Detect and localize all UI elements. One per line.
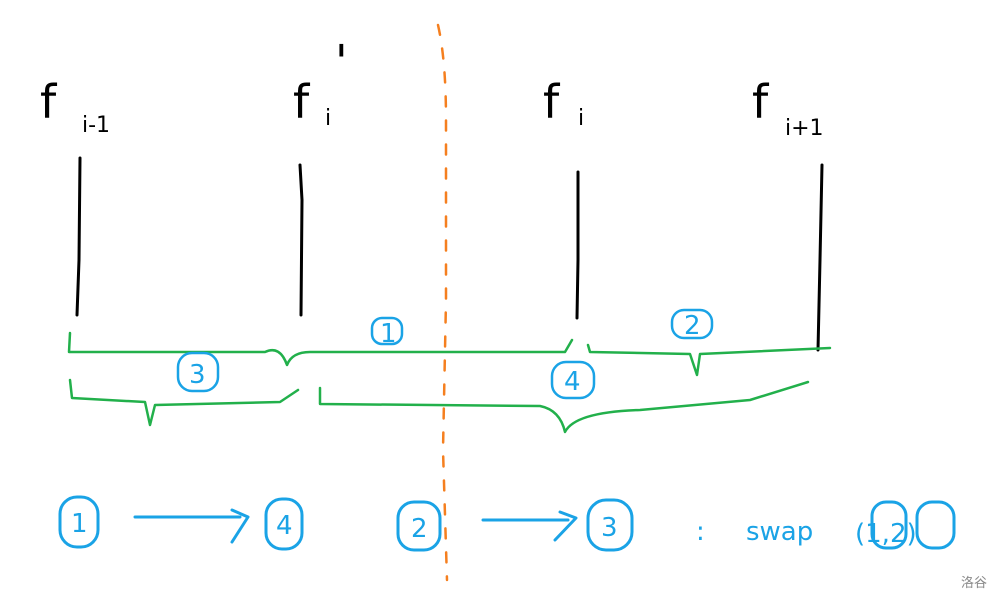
divider-dashed-line — [436, 23, 449, 582]
column-prime: ' — [335, 35, 348, 89]
brace-label-box — [550, 360, 596, 400]
column-label-f-i: f i — [543, 75, 584, 131]
mapping-from-1: 1 — [71, 509, 88, 539]
brace-1 — [67, 331, 574, 367]
column-symbol: f — [752, 75, 770, 129]
brace-3 — [68, 378, 300, 427]
swap-args: (1,2) — [855, 519, 917, 549]
circled-swap-2 — [915, 500, 956, 550]
brace-label-4: 4 — [564, 367, 581, 397]
column-subscript: i — [578, 106, 584, 131]
column-line — [816, 163, 824, 352]
brace-label-box — [670, 308, 714, 340]
brace-2 — [586, 343, 832, 377]
brace-label-box — [370, 316, 404, 346]
column-label-f-i-plus-1: f i+1 — [752, 75, 824, 141]
swap-text: swap — [746, 517, 813, 547]
column-subscript: i — [325, 106, 331, 131]
column-line — [575, 170, 580, 320]
circled-1 — [58, 495, 100, 549]
column-label-f-prime-i: f ' i — [293, 35, 348, 131]
brace-label-box — [176, 351, 220, 393]
column-symbol: f — [543, 75, 561, 129]
column-subscript: i+1 — [785, 116, 824, 141]
mapping-to-4: 4 — [276, 511, 293, 541]
column-subscript: i-1 — [82, 113, 110, 138]
mapping-to-3: 3 — [601, 513, 618, 543]
mapping-colon: : — [696, 517, 705, 547]
column-symbol: f — [40, 75, 58, 129]
arrow-right-icon — [481, 510, 578, 542]
column-line — [298, 163, 304, 317]
circled-2 — [396, 500, 442, 552]
arrow-right-icon — [133, 508, 250, 544]
circled-3 — [586, 498, 634, 552]
column-symbol: f — [293, 75, 311, 129]
watermark: 洛谷 — [961, 576, 988, 591]
circled-swap-1 — [870, 500, 908, 550]
mapping-from-2: 2 — [411, 514, 428, 544]
brace-label-3: 3 — [189, 360, 206, 390]
brace-label-1: 1 — [380, 319, 397, 349]
column-label-f-i-minus-1: f i-1 — [40, 75, 110, 138]
brace-label-2: 2 — [684, 311, 701, 341]
column-line — [75, 156, 82, 317]
brace-4 — [318, 380, 810, 434]
circled-4 — [264, 497, 304, 551]
